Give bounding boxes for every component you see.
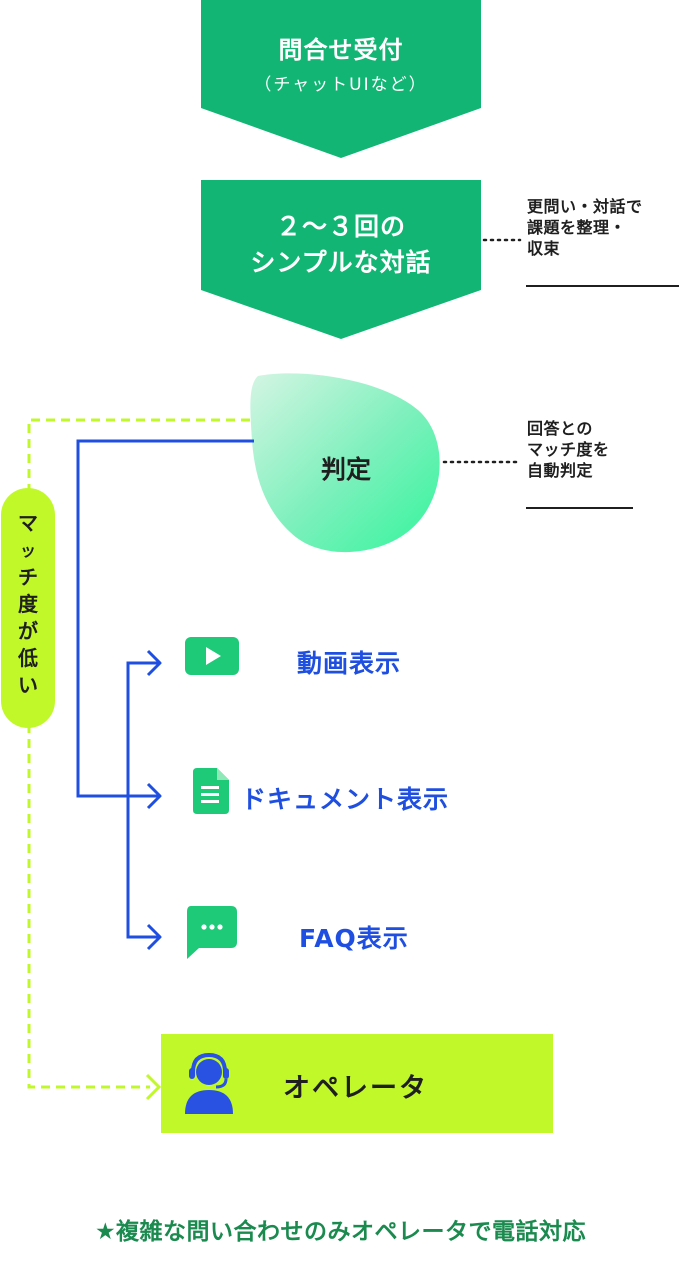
dialogue-step-shape (201, 180, 481, 339)
judgment-to-results-connector (76, 439, 254, 798)
arrowhead-faq (146, 923, 162, 951)
result-label-faq: FAQ表示 (299, 924, 409, 953)
results-branch-connector (126, 661, 160, 939)
operator-label: オペレータ (283, 1073, 428, 1104)
low-match-char: チ (18, 565, 38, 589)
chat-bubble-icon (187, 906, 237, 959)
low-match-char: 低 (18, 646, 38, 670)
low-match-char: 度 (18, 592, 38, 616)
dialogue-note-line: 更問い・対話で (527, 197, 643, 216)
judgment-note-line: マッチ度を (527, 440, 610, 459)
arrowhead-video (146, 649, 162, 677)
document-icon (193, 768, 229, 814)
low-match-char: が (18, 619, 38, 643)
dialogue-note-line: 収束 (527, 239, 561, 258)
low-match-arrowhead (145, 1073, 162, 1101)
low-match-char: い (18, 673, 38, 697)
inquiry-step-subtitle: （チャットUIなど） (254, 75, 428, 95)
judgment-note-line: 自動判定 (527, 461, 594, 480)
dialogue-note-line: 課題を整理・ (527, 218, 627, 237)
low-match-label: マ ッ チ 度 が 低 い (1, 510, 55, 699)
result-label-video: 動画表示 (297, 649, 402, 678)
dialogue-note: 更問い・対話で 課題を整理・ 収束 (527, 196, 643, 259)
play-video-icon (185, 637, 239, 675)
dialogue-step-line1: ２～３回の (275, 212, 406, 241)
judgment-note-underline (526, 507, 633, 509)
inquiry-step-shape (201, 0, 481, 158)
judgment-note: 回答との マッチ度を 自動判定 (527, 418, 610, 481)
judgment-blob-shape (250, 373, 440, 553)
footer-note: ★複雑な問い合わせのみオペレータで電話対応 (94, 1219, 587, 1245)
low-match-char: ッ (19, 541, 36, 560)
judgment-note-line: 回答との (527, 419, 593, 438)
arrowhead-document (146, 782, 162, 810)
dialogue-step-line2: シンプルな対話 (250, 248, 432, 277)
low-match-pill (1, 488, 55, 728)
headset-operator-icon (185, 1052, 233, 1114)
low-match-connector (27, 418, 250, 1089)
judgment-label: 判定 (320, 455, 371, 484)
result-label-document: ドキュメント表示 (241, 785, 450, 814)
low-match-char: マ (18, 511, 38, 535)
inquiry-step-title: 問合せ受付 (278, 36, 404, 64)
dialogue-note-underline (526, 285, 679, 287)
